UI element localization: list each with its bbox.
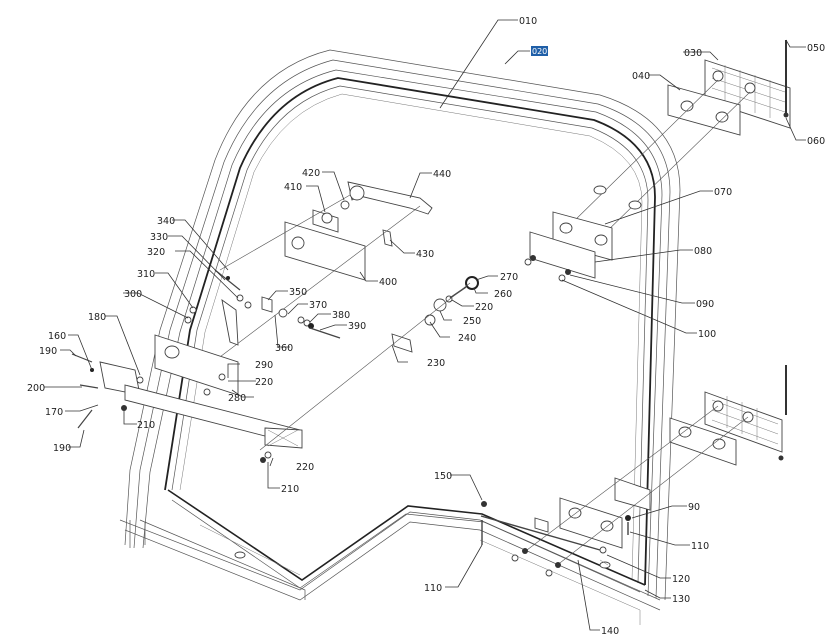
leader-lines bbox=[44, 19, 806, 631]
upper-hinge-assembly bbox=[569, 40, 791, 239]
callout-200[interactable]: 200 bbox=[27, 383, 45, 394]
callout-310[interactable]: 310 bbox=[137, 269, 155, 280]
callout-050[interactable]: 050 bbox=[807, 43, 825, 54]
callout-300[interactable]: 300 bbox=[124, 289, 142, 300]
callout-100[interactable]: 100 bbox=[698, 329, 716, 340]
callout-410[interactable]: 410 bbox=[284, 182, 302, 193]
callout-220-bottom[interactable]: 220 bbox=[296, 462, 314, 473]
callout-260[interactable]: 260 bbox=[494, 289, 512, 300]
callout-120[interactable]: 120 bbox=[672, 574, 690, 585]
callout-190-bottom[interactable]: 190 bbox=[53, 443, 71, 454]
latch-plates bbox=[524, 211, 613, 282]
callout-130[interactable]: 130 bbox=[672, 594, 690, 605]
callout-170[interactable]: 170 bbox=[45, 407, 63, 418]
callout-440[interactable]: 440 bbox=[433, 169, 451, 180]
callout-220-strut[interactable]: 220 bbox=[475, 302, 493, 313]
bottom-strut bbox=[480, 501, 609, 577]
callout-110-left[interactable]: 110 bbox=[424, 583, 442, 594]
callout-320[interactable]: 320 bbox=[147, 247, 165, 258]
callout-360[interactable]: 360 bbox=[275, 343, 293, 354]
callout-180[interactable]: 180 bbox=[88, 312, 106, 323]
door-frame bbox=[119, 49, 681, 625]
callout-420[interactable]: 420 bbox=[302, 168, 320, 179]
callout-210-bottom[interactable]: 210 bbox=[281, 484, 299, 495]
callout-240[interactable]: 240 bbox=[458, 333, 476, 344]
callout-340[interactable]: 340 bbox=[157, 216, 175, 227]
strut-mount bbox=[259, 276, 479, 451]
callout-370[interactable]: 370 bbox=[309, 300, 327, 311]
callout-280[interactable]: 280 bbox=[228, 393, 246, 404]
callout-230[interactable]: 230 bbox=[427, 358, 445, 369]
callout-150[interactable]: 150 bbox=[434, 471, 452, 482]
callout-labels: 010 020 030 040 050 060 070 080 090 100 … bbox=[27, 16, 825, 637]
callout-160[interactable]: 160 bbox=[48, 331, 66, 342]
callout-350[interactable]: 350 bbox=[289, 287, 307, 298]
callout-080[interactable]: 080 bbox=[694, 246, 712, 257]
callout-290[interactable]: 290 bbox=[255, 360, 273, 371]
callout-020-selected[interactable]: 020 bbox=[532, 47, 547, 56]
callout-270[interactable]: 270 bbox=[500, 272, 518, 283]
callout-140[interactable]: 140 bbox=[601, 626, 619, 637]
callout-330[interactable]: 330 bbox=[150, 232, 168, 243]
callout-90[interactable]: 90 bbox=[688, 502, 700, 513]
callout-010[interactable]: 010 bbox=[519, 16, 537, 27]
callout-250[interactable]: 250 bbox=[463, 316, 481, 327]
callout-020-highlight bbox=[531, 46, 548, 56]
callout-090[interactable]: 090 bbox=[696, 299, 714, 310]
stay-arm-assembly bbox=[71, 269, 341, 463]
callout-070[interactable]: 070 bbox=[714, 187, 732, 198]
callout-110-right[interactable]: 110 bbox=[691, 541, 709, 552]
callout-060[interactable]: 060 bbox=[807, 136, 825, 147]
callout-390[interactable]: 390 bbox=[348, 321, 366, 332]
callout-220-arm[interactable]: 220 bbox=[255, 377, 273, 388]
lower-hinge-assembly bbox=[522, 365, 787, 567]
callout-030[interactable]: 030 bbox=[684, 48, 702, 59]
callout-400[interactable]: 400 bbox=[379, 277, 397, 288]
callout-430[interactable]: 430 bbox=[416, 249, 434, 260]
callout-210-left[interactable]: 210 bbox=[137, 420, 155, 431]
callout-040[interactable]: 040 bbox=[632, 71, 650, 82]
callout-380[interactable]: 380 bbox=[332, 310, 350, 321]
callout-190-top[interactable]: 190 bbox=[39, 346, 57, 357]
